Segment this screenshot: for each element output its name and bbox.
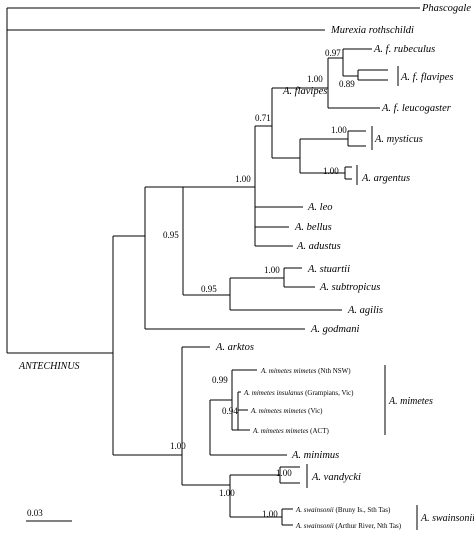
taxon-label: A. f. rubeculus [373, 44, 435, 55]
taxon-locality: (Nth NSW) [318, 367, 351, 375]
support-value: 0.94 [222, 406, 238, 416]
taxon-label: Phascogale calura [421, 3, 474, 14]
taxon-label: A. swainsonii (Arthur River, Nth Tas) [295, 522, 402, 530]
support-value: 0.95 [201, 284, 217, 294]
taxon-label: A. leo [307, 202, 333, 213]
taxon-locality: (Arthur River, Nth Tas) [335, 522, 401, 530]
taxon-label: A. arktos [215, 342, 254, 353]
genus-node-label: ANTECHINUS [18, 361, 80, 372]
support-value: 1.00 [331, 125, 347, 135]
support-value: 0.71 [255, 113, 271, 123]
taxon-label: A. vandycki [311, 472, 361, 483]
taxon-name: A. mimetes insulanus [243, 389, 304, 397]
taxon-label: A. f. flavipes [400, 72, 454, 83]
tree-branches [6, 7, 420, 530]
taxon-name: A. mimetes mimetes [252, 427, 309, 435]
support-value: 1.00 [170, 441, 186, 451]
taxon-label: A. godmani [310, 324, 359, 335]
support-value: 1.00 [323, 166, 339, 176]
taxon-label: A. stuartii [307, 264, 350, 275]
support-value: 0.97 [325, 48, 341, 58]
support-value: 1.00 [235, 174, 251, 184]
support-value: 0.89 [339, 79, 355, 89]
taxon-label: A. argentus [361, 173, 410, 184]
scale-bar-label: 0.03 [27, 508, 43, 518]
taxon-locality: (Grampians, Vic) [305, 389, 354, 397]
taxon-label: A. mimetes mimetes (ACT) [252, 427, 329, 435]
taxon-label: A. bellus [294, 222, 332, 233]
taxon-label: A. mysticus [374, 134, 423, 145]
group-label: A. swainsonii [420, 513, 474, 524]
support-value: 0.99 [212, 375, 228, 385]
taxon-label: Murexia rothschildi [330, 25, 414, 36]
taxon-name: A. swainsonii [295, 522, 334, 530]
clade-node-label: A. flavipes [282, 86, 327, 97]
group-label: A. mimetes [388, 396, 433, 407]
support-value: 1.00 [276, 468, 292, 478]
support-value: 0.95 [163, 230, 179, 240]
taxon-locality: (Vic) [308, 407, 323, 415]
support-value: 1.00 [307, 74, 323, 84]
support-value: 1.00 [262, 509, 278, 519]
taxon-label: A. f. leucogaster [381, 103, 452, 114]
support-value: 1.00 [264, 265, 280, 275]
taxon-label: A. adustus [296, 241, 341, 252]
taxon-label: A. agilis [347, 305, 383, 316]
taxon-label: A. mimetes mimetes (Nth NSW) [260, 367, 351, 375]
taxon-label: A. mimetes mimetes (Vic) [250, 407, 323, 415]
taxon-locality: (ACT) [310, 427, 329, 435]
taxon-locality: (Bruny Is., Sth Tas) [335, 506, 390, 514]
taxon-label: A. minimus [291, 450, 339, 461]
taxon-name: A. mimetes mimetes [260, 367, 317, 375]
taxon-label: A. subtropicus [319, 282, 380, 293]
taxon-label: A. mimetes insulanus (Grampians, Vic) [243, 389, 354, 397]
taxon-label: A. swainsonii (Bruny Is., Sth Tas) [295, 506, 391, 514]
taxon-name: A. swainsonii [295, 506, 334, 514]
taxon-name: A. mimetes mimetes [250, 407, 307, 415]
support-value: 1.00 [219, 488, 235, 498]
